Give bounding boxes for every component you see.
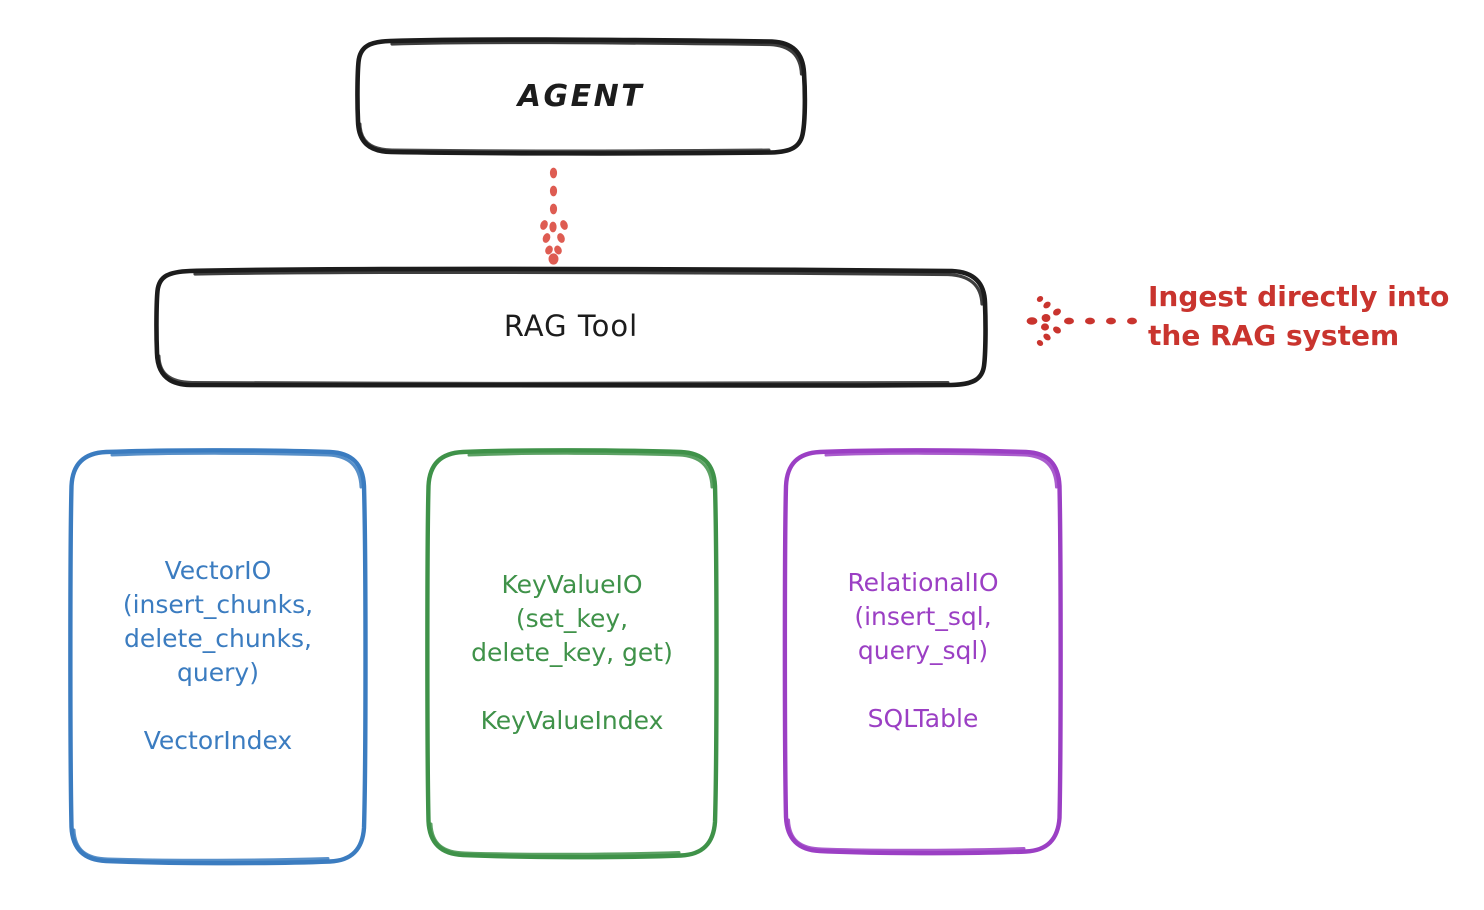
relational-io-node-label: RelationalIO (insert_sql, query_sql) SQL…: [847, 568, 999, 733]
key-value-io-node[interactable]: KeyValueIO (set_key, delete_key, get) Ke…: [428, 450, 716, 856]
agent-node-label: AGENT: [517, 79, 645, 114]
rag-tool-node-label: RAG Tool: [503, 309, 639, 344]
ingest-arrow: [1026, 295, 1137, 347]
rag-tool-node[interactable]: RAG Tool: [157, 270, 985, 384]
agent-to-rag-arrow: [540, 167, 568, 265]
key-value-io-node-label: KeyValueIO (set_key, delete_key, get) Ke…: [471, 570, 673, 735]
ingest-annotation-label: Ingest directly into the RAG system: [1148, 280, 1450, 352]
relational-io-node[interactable]: RelationalIO (insert_sql, query_sql) SQL…: [786, 450, 1060, 852]
vector-io-node[interactable]: VectorIO (insert_chunks, delete_chunks, …: [70, 450, 366, 862]
agent-node[interactable]: AGENT: [357, 40, 805, 153]
vector-io-node-label: VectorIO (insert_chunks, delete_chunks, …: [122, 556, 314, 755]
